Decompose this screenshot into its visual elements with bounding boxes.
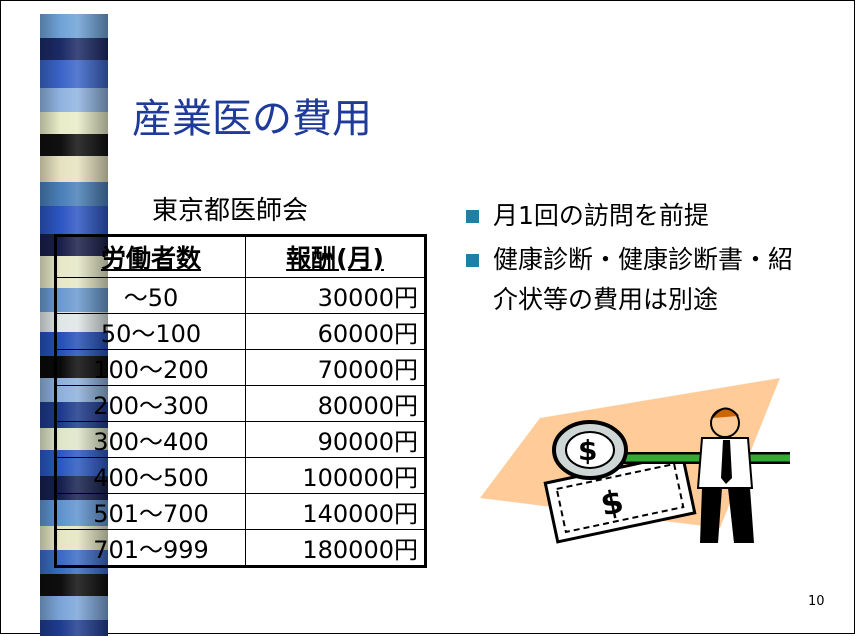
bullet-text: 健康診断・健康診断書・紹介状等の費用は別途 (493, 245, 794, 314)
table-row: 50〜100 60000円 (55, 313, 426, 350)
cell-fee: 70000円 (245, 349, 426, 386)
businessman (696, 407, 754, 543)
cell-workers: 〜50 (55, 277, 246, 314)
cell-fee: 30000円 (245, 277, 426, 314)
square-bullet-icon (466, 254, 479, 267)
square-bullet-icon (466, 210, 479, 223)
table-header-row: 労働者数 報酬(月) (55, 235, 426, 278)
cell-workers: 300〜400 (55, 421, 246, 458)
bullet-item: 月1回の訪問を前提 (466, 196, 796, 236)
table-row: 300〜400 90000円 (55, 421, 426, 458)
table-row: 200〜300 80000円 (55, 385, 426, 422)
header-workers: 労働者数 (55, 235, 246, 278)
bullet-text: 月1回の訪問を前提 (493, 201, 709, 230)
cell-workers: 200〜300 (55, 385, 246, 422)
table-row: 100〜200 70000円 (55, 349, 426, 386)
cell-fee: 140000円 (245, 493, 426, 530)
cell-fee: 180000円 (245, 529, 426, 567)
cell-workers: 100〜200 (55, 349, 246, 386)
cell-fee: 100000円 (245, 457, 426, 494)
svg-text:$: $ (578, 434, 597, 467)
table-row: 501〜700 140000円 (55, 493, 426, 530)
table-caption: 東京都医師会 (152, 196, 309, 226)
cell-workers: 400〜500 (55, 457, 246, 494)
slide-title: 産業医の費用 (132, 96, 372, 142)
table-row: 〜50 30000円 (55, 277, 426, 314)
cell-fee: 80000円 (245, 385, 426, 422)
page-number: 10 (808, 594, 825, 609)
header-fee: 報酬(月) (245, 235, 426, 278)
table-row: 400〜500 100000円 (55, 457, 426, 494)
cell-fee: 60000円 (245, 313, 426, 350)
bullet-list: 月1回の訪問を前提 健康診断・健康診断書・紹介状等の費用は別途 (466, 196, 796, 324)
cell-workers: 701〜999 (55, 529, 246, 567)
cell-workers: 501〜700 (55, 493, 246, 530)
table-row: 701〜999 180000円 (55, 529, 426, 567)
cell-fee: 90000円 (245, 421, 426, 458)
fee-table: 労働者数 報酬(月) 〜50 30000円 50〜100 60000円 100〜… (54, 234, 427, 568)
bullet-item: 健康診断・健康診断書・紹介状等の費用は別途 (466, 240, 796, 320)
businessman-magnifier-dollar-icon: $ $ (480, 378, 790, 544)
cell-workers: 50〜100 (55, 313, 246, 350)
